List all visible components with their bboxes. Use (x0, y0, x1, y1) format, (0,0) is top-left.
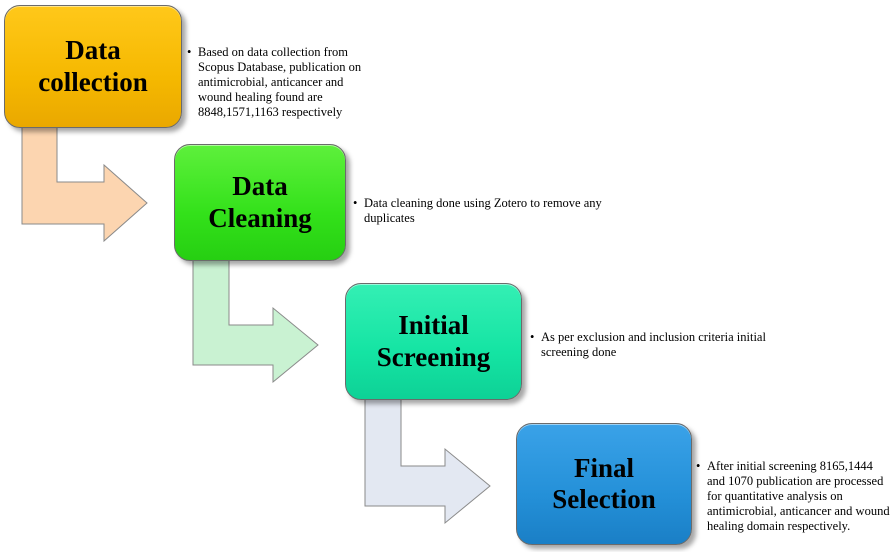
bent-arrow-1 (21, 124, 148, 243)
step-box-data-cleaning: Data Cleaning (174, 144, 346, 261)
step-note-final-selection: After initial screening 8165,1444 and 10… (696, 459, 893, 534)
bent-arrow-3 (364, 396, 491, 525)
step-title: Data collection (38, 35, 148, 97)
step-note-data-cleaning: Data cleaning done using Zotero to remov… (353, 196, 614, 226)
bent-arrow-2 (192, 257, 319, 384)
step-note-data-collection: Based on data collection from Scopus Dat… (187, 45, 378, 120)
step-box-initial-screening: Initial Screening (345, 283, 522, 400)
step-title: Initial Screening (376, 310, 491, 372)
step-note-initial-screening: As per exclusion and inclusion criteria … (530, 330, 801, 360)
step-box-final-selection: Final Selection (516, 423, 692, 545)
step-title: Final Selection (552, 452, 656, 514)
step-box-data-collection: Data collection (4, 5, 182, 128)
step-title: Data Cleaning (208, 171, 312, 233)
